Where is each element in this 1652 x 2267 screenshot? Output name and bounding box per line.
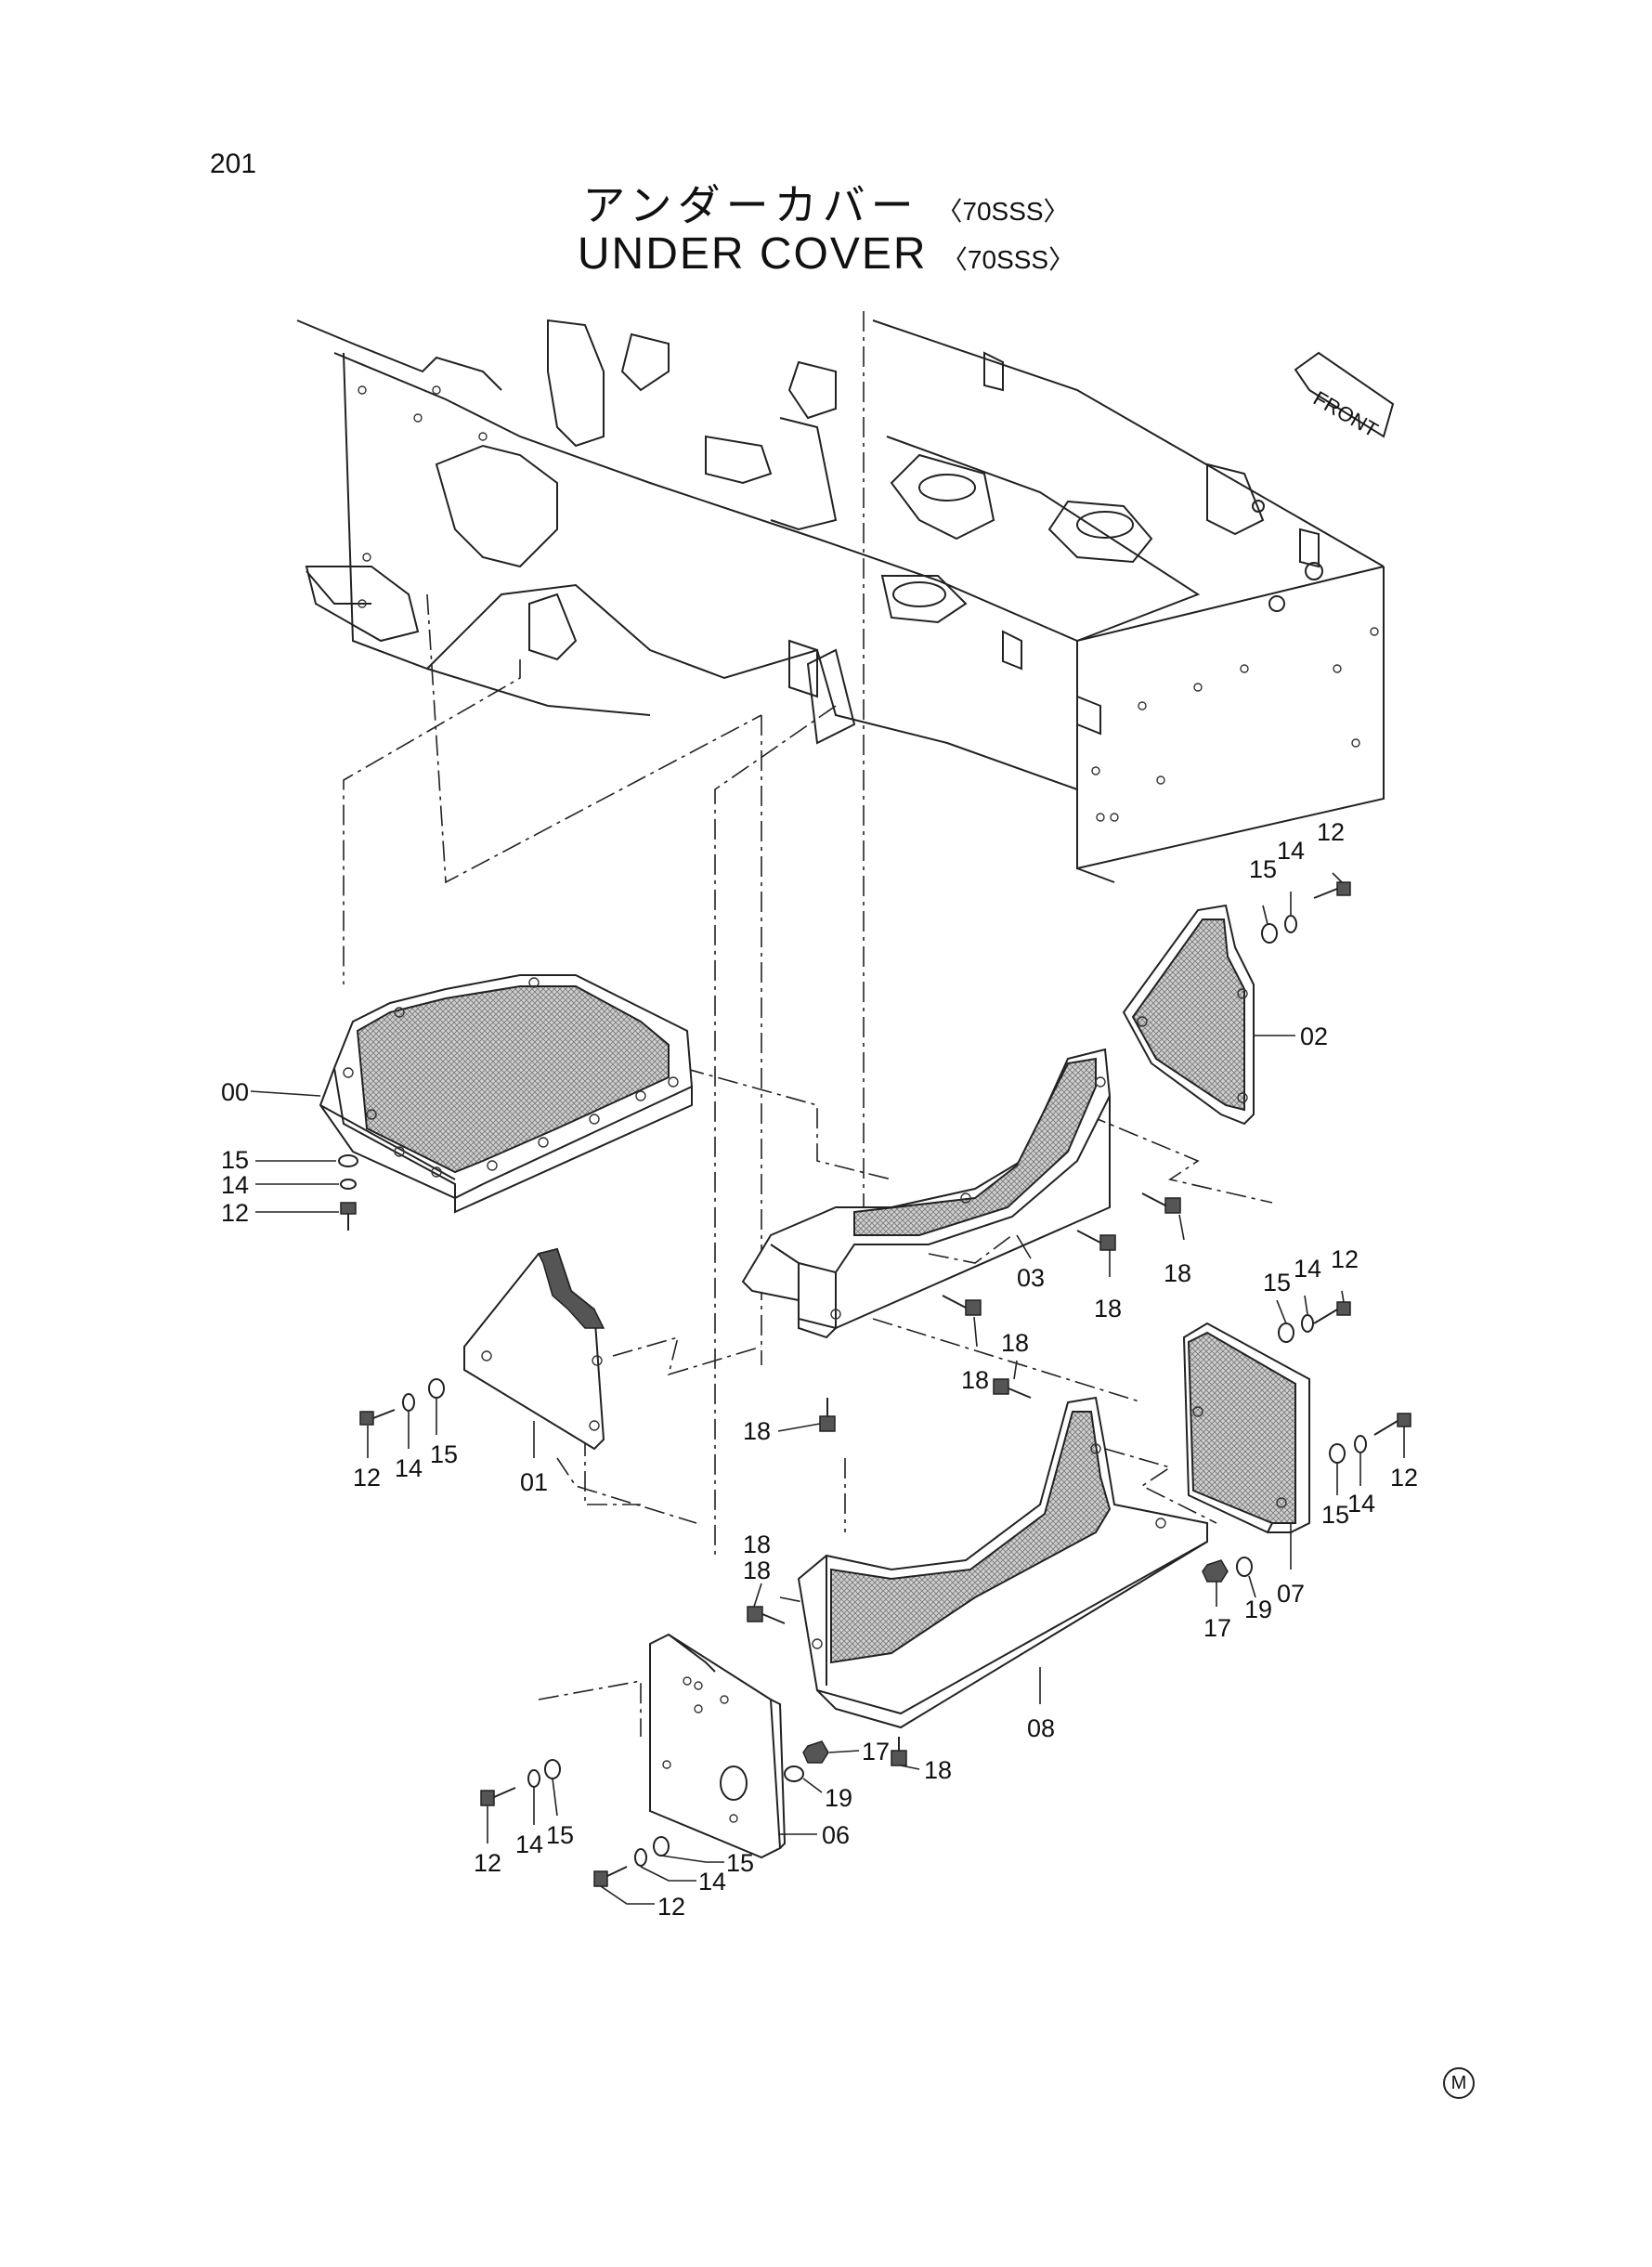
washer-icon [338, 1154, 358, 1167]
washer-icon [428, 1378, 445, 1399]
callout-15: 15 [430, 1440, 458, 1468]
callout-00: 00 [221, 1078, 249, 1106]
upper-frame [296, 319, 1385, 883]
callout-14: 14 [1277, 837, 1305, 865]
lock-washer-icon [527, 1769, 540, 1788]
part-06-plate [649, 1633, 787, 1859]
page-number: 201 [210, 149, 257, 179]
flange-bolt-icon [1141, 1192, 1181, 1214]
callout-18: 18 [743, 1557, 771, 1584]
part-00-under-cover [319, 974, 694, 1214]
flange-bolt-icon [993, 1378, 1032, 1399]
flange-bolt-icon [747, 1606, 786, 1624]
bolt-icon [1373, 1413, 1411, 1436]
lock-washer-icon [402, 1393, 415, 1412]
callout-15: 15 [221, 1146, 249, 1174]
callout-19: 19 [825, 1784, 852, 1812]
callout-17: 17 [1203, 1614, 1231, 1642]
callout-06: 06 [822, 1821, 850, 1849]
bolt-icon [1313, 881, 1351, 899]
bolt-icon [359, 1409, 396, 1426]
model-code-jp: 〈70SSS〉 [936, 197, 1070, 226]
washer-icon [544, 1759, 561, 1779]
bolt-icon [340, 1202, 357, 1231]
callout-15: 15 [1249, 855, 1277, 883]
flange-bolt-icon [819, 1398, 836, 1432]
callout-labels: 00 02 03 01 07 08 06 15 14 12 12 14 15 1… [221, 818, 1418, 1921]
front-arrow-icon: FRONT [1294, 351, 1395, 442]
callout-14: 14 [1347, 1490, 1375, 1518]
callout-18: 18 [743, 1531, 771, 1558]
lock-washer-icon [1284, 915, 1297, 933]
callout-12: 12 [1390, 1464, 1418, 1492]
callout-18: 18 [961, 1366, 989, 1394]
title-jp-text: アンダーカバー [582, 181, 919, 229]
callout-07: 07 [1277, 1580, 1305, 1608]
callout-18: 18 [1164, 1259, 1191, 1287]
washer-icon [1236, 1557, 1253, 1577]
callout-15: 15 [546, 1821, 574, 1849]
washer-icon [1329, 1443, 1346, 1464]
callout-12: 12 [353, 1464, 381, 1492]
callout-08: 08 [1027, 1714, 1055, 1742]
flange-bolt-icon [891, 1737, 907, 1766]
callout-18: 18 [1001, 1329, 1029, 1357]
bolt-icon [1313, 1301, 1351, 1324]
callout-19: 19 [1244, 1596, 1272, 1623]
part-03-center-cover [741, 1048, 1112, 1339]
lock-washer-icon [1354, 1435, 1367, 1453]
callout-14: 14 [1294, 1255, 1321, 1283]
flange-bolt-icon [942, 1295, 982, 1316]
callout-03: 03 [1017, 1264, 1045, 1292]
bolt-icon [593, 1866, 628, 1887]
title-english: UNDER COVER 〈70SSS〉 [0, 228, 1652, 280]
nut-icon [802, 1740, 829, 1764]
callout-14: 14 [221, 1171, 249, 1199]
callout-12: 12 [221, 1199, 249, 1227]
callout-12: 12 [1331, 1245, 1359, 1273]
callout-14: 14 [515, 1831, 543, 1858]
callout-12: 12 [1317, 818, 1345, 846]
callout-15: 15 [1321, 1501, 1349, 1529]
manufacturer-mark-icon: M [1443, 2067, 1475, 2099]
lock-washer-icon [340, 1179, 357, 1190]
part-02-side-cover [1122, 904, 1255, 1126]
lock-washer-icon [1301, 1314, 1314, 1333]
callout-18: 18 [1094, 1295, 1122, 1322]
callout-01: 01 [520, 1468, 548, 1496]
title-japanese: アンダーカバー 〈70SSS〉 [0, 172, 1652, 233]
callout-14: 14 [395, 1454, 423, 1482]
flange-bolt-icon [1076, 1230, 1116, 1251]
part-08-lower-cover [797, 1396, 1208, 1729]
callout-12: 12 [657, 1893, 685, 1921]
lock-washer-icon [634, 1848, 647, 1867]
callout-14: 14 [698, 1868, 726, 1896]
callout-15: 15 [726, 1849, 754, 1877]
callout-15: 15 [1263, 1269, 1291, 1296]
leader-lines [250, 872, 1405, 1905]
part-07-side-cover [1182, 1322, 1310, 1533]
model-code-en: 〈70SSS〉 [941, 245, 1075, 274]
washer-icon [653, 1836, 670, 1857]
nut-icon [1202, 1559, 1229, 1583]
washer-icon [1278, 1322, 1294, 1343]
title-en-text: UNDER COVER [577, 229, 928, 279]
part-01-bracket [463, 1247, 605, 1451]
bolt-icon [480, 1787, 516, 1806]
callout-17: 17 [862, 1738, 890, 1765]
callout-18: 18 [743, 1417, 771, 1445]
callout-18: 18 [924, 1756, 952, 1784]
callout-12: 12 [474, 1849, 501, 1877]
washer-icon [1261, 923, 1278, 944]
callout-02: 02 [1300, 1023, 1328, 1050]
washer-icon [784, 1765, 804, 1782]
front-label: FRONT [1309, 386, 1382, 442]
